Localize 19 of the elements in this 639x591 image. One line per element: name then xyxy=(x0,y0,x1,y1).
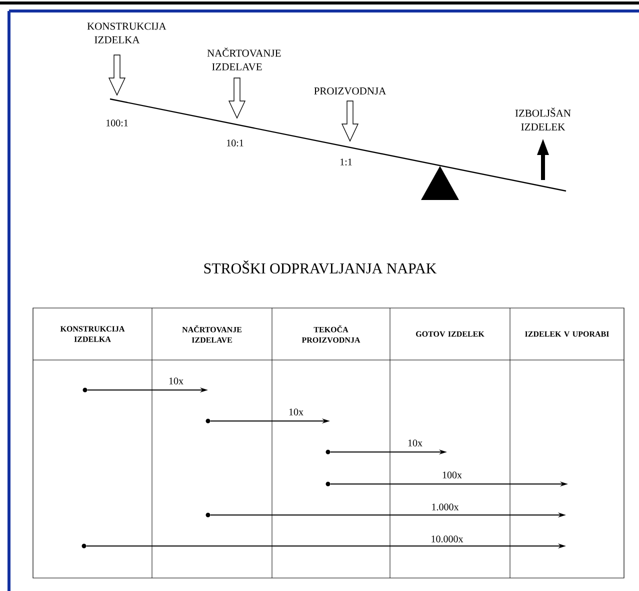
ratio-label: 1:1 xyxy=(340,158,352,166)
stage-label: NAČRTOVANJE IZDELAVE xyxy=(207,48,281,70)
result-label: IZBOLJŠAN IZDELEK xyxy=(515,108,571,130)
column-header: GOTOV IZDELEK xyxy=(416,331,484,337)
column-header: IZDELEK V UPORABI xyxy=(525,331,609,337)
edge-label: 10x xyxy=(408,440,422,446)
stage-label: PROIZVODNJA xyxy=(314,87,386,95)
edge-label: 10.000x xyxy=(432,536,464,542)
column-header: TEKOČA PROIZVODNJA xyxy=(302,325,360,343)
column-header: KONSTRUKCIJA IZDELKA xyxy=(60,326,125,342)
edge-label: 10x xyxy=(289,408,304,416)
edge-label: 1.000x xyxy=(432,504,459,510)
edge-label: 100x xyxy=(442,472,462,478)
edge-label: 10x xyxy=(169,378,184,384)
stage-label: KONSTRUKCIJA IZDELKA xyxy=(87,22,166,44)
ratio-label: 100:1 xyxy=(106,120,128,126)
ratio-label: 10:1 xyxy=(227,140,244,146)
column-header: NAČRTOVANJE IZDELAVE xyxy=(182,325,242,343)
title: STROŠKI ODPRAVLJANJA NAPAK xyxy=(204,260,437,274)
